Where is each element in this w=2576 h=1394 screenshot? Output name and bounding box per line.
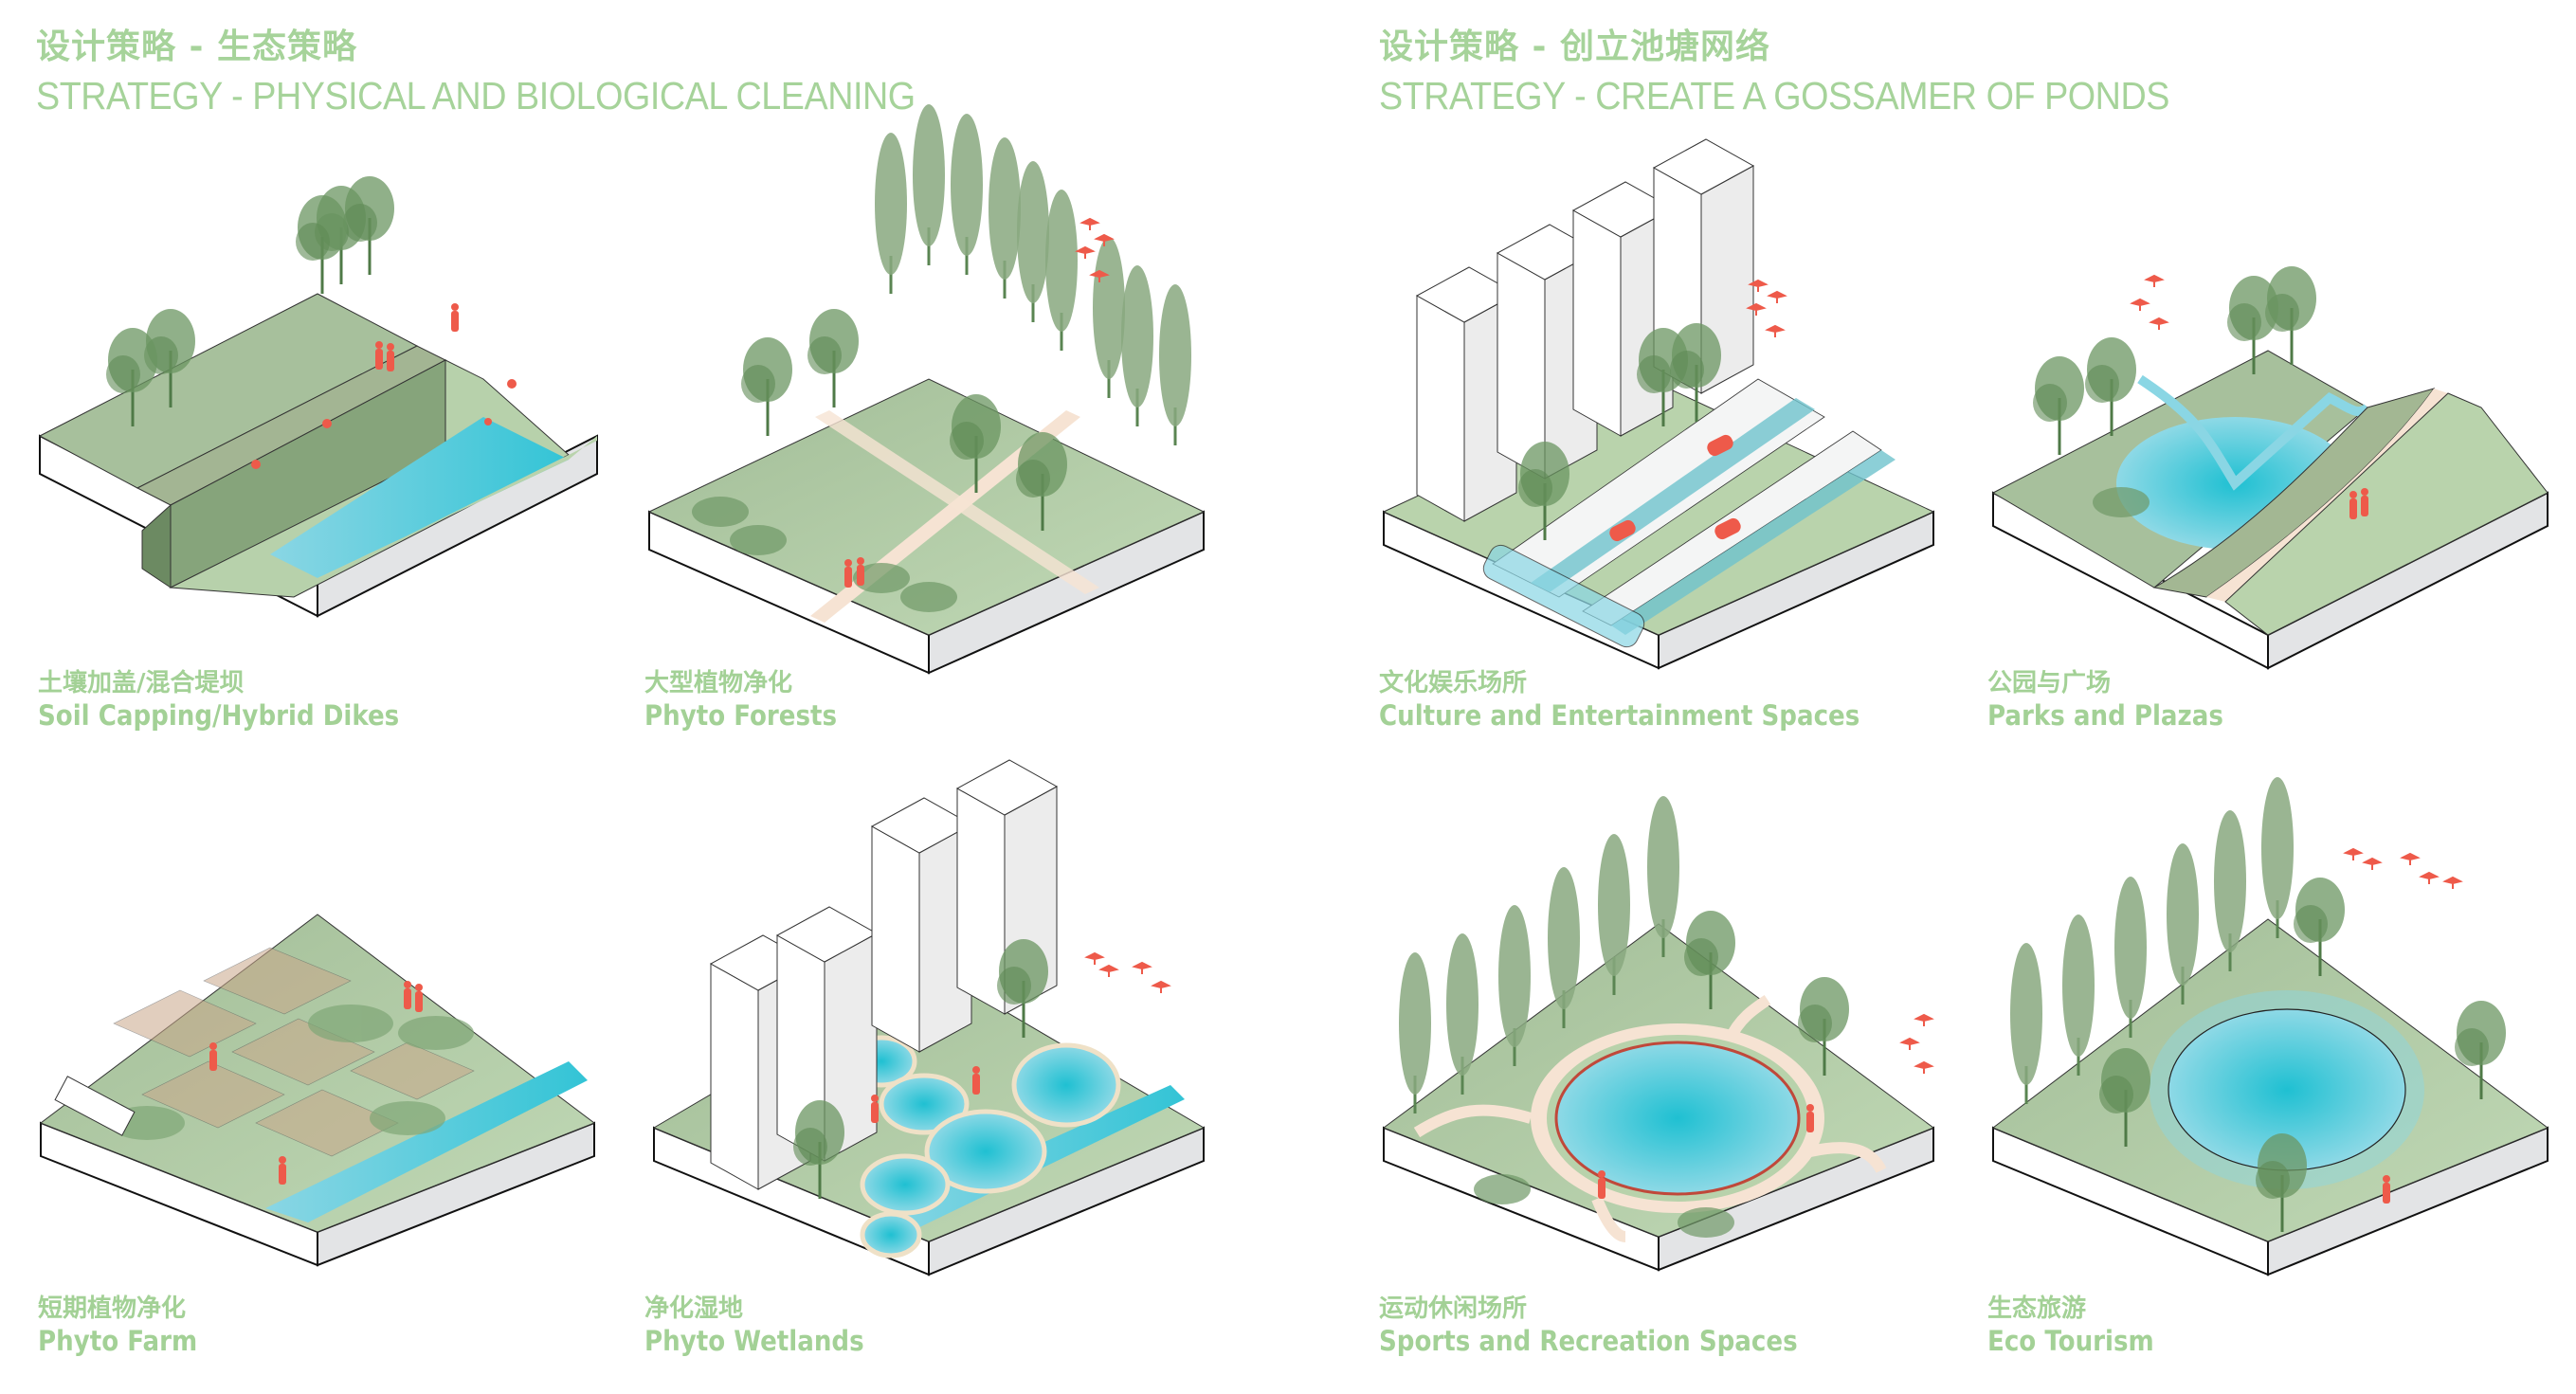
illustration-soil-capping-hybrid-dikes bbox=[38, 133, 607, 625]
caption-cn: 土壤加盖/混合堤坝 bbox=[38, 669, 245, 697]
section-physical-cleaning-header: 设计策略 - 生态策略 STRATEGY - PHYSICAL AND BIOL… bbox=[36, 28, 991, 118]
caption-cn: 公园与广场 bbox=[1987, 669, 2112, 697]
caption-eco-tourism: 生态旅游 Eco Tourism bbox=[1987, 1294, 2172, 1358]
caption-cn: 短期植物净化 bbox=[38, 1294, 187, 1323]
caption-cn: 大型植物净化 bbox=[644, 669, 793, 697]
caption-en: Culture and Entertainment Spaces bbox=[1379, 699, 1860, 732]
caption-cn: 净化湿地 bbox=[644, 1294, 744, 1323]
caption-en: Eco Tourism bbox=[1987, 1325, 2154, 1357]
section-title-cn: 设计策略 - 生态策略 bbox=[36, 27, 358, 66]
section-title-en: STRATEGY - PHYSICAL AND BIOLOGICAL CLEAN… bbox=[36, 74, 916, 118]
caption-en: Phyto Wetlands bbox=[644, 1325, 864, 1357]
caption-en: Soil Capping/Hybrid Dikes bbox=[38, 699, 400, 732]
caption-cn: 文化娱乐场所 bbox=[1379, 669, 1528, 697]
caption-culture-entertainment: 文化娱乐场所 Culture and Entertainment Spaces bbox=[1379, 668, 1914, 733]
illustration-eco-tourism bbox=[1988, 775, 2557, 1276]
section-title-cn: 设计策略 - 创立池塘网络 bbox=[1379, 27, 1771, 66]
caption-en: Sports and Recreation Spaces bbox=[1379, 1325, 1798, 1357]
illustration-parks-plazas bbox=[1988, 218, 2557, 670]
illustration-sports-recreation bbox=[1379, 791, 1967, 1272]
caption-sports-recreation: 运动休闲场所 Sports and Recreation Spaces bbox=[1379, 1294, 1844, 1358]
caption-en: Phyto Farm bbox=[38, 1325, 198, 1357]
caption-phyto-farm: 短期植物净化 Phyto Farm bbox=[38, 1294, 215, 1358]
caption-phyto-forests: 大型植物净化 Phyto Forests bbox=[644, 668, 859, 733]
caption-phyto-wetlands: 净化湿地 Phyto Wetlands bbox=[644, 1294, 888, 1358]
caption-parks-plazas: 公园与广场 Parks and Plazas bbox=[1987, 668, 2250, 733]
illustration-culture-entertainment bbox=[1379, 138, 1967, 670]
section-title-en: STRATEGY - CREATE A GOSSAMER OF PONDS bbox=[1379, 74, 2169, 118]
caption-cn: 运动休闲场所 bbox=[1379, 1294, 1528, 1323]
caption-en: Parks and Plazas bbox=[1987, 699, 2223, 732]
illustration-phyto-forests bbox=[644, 102, 1232, 675]
illustration-phyto-wetlands bbox=[649, 759, 1237, 1276]
illustration-phyto-farm bbox=[38, 910, 607, 1267]
caption-en: Phyto Forests bbox=[644, 699, 838, 732]
caption-soil-capping: 土壤加盖/混合堤坝 Soil Capping/Hybrid Dikes bbox=[38, 668, 440, 733]
caption-cn: 生态旅游 bbox=[1987, 1294, 2087, 1323]
section-pond-network-header: 设计策略 - 创立池塘网络 STRATEGY - CREATE A GOSSAM… bbox=[1379, 28, 2238, 118]
